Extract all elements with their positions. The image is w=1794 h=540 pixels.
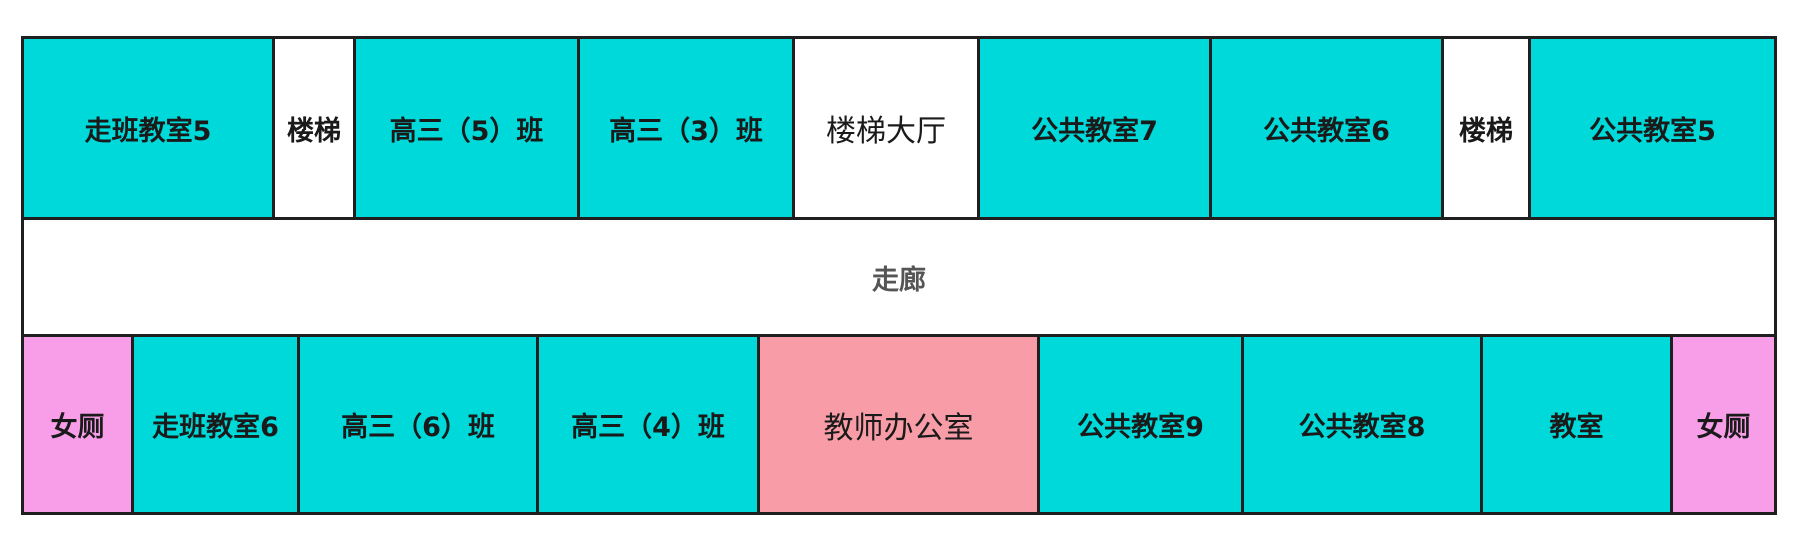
room-senior3-class4: 高三（4）班 — [539, 337, 760, 512]
room-public-classroom-7: 公共教室7 — [980, 39, 1212, 217]
top-row: 走班教室5 楼梯 高三（5）班 高三（3）班 楼梯大厅 公共教室7 公共教室6 … — [24, 39, 1774, 220]
room-public-classroom-6: 公共教室6 — [1212, 39, 1444, 217]
room-public-classroom-5: 公共教室5 — [1531, 39, 1774, 217]
restroom-women-left: 女厕 — [24, 337, 134, 512]
floor-plan: 走班教室5 楼梯 高三（5）班 高三（3）班 楼梯大厅 公共教室7 公共教室6 … — [21, 36, 1777, 515]
bottom-row: 女厕 走班教室6 高三（6）班 高三（4）班 教师办公室 公共教室9 公共教室8… — [24, 337, 1774, 512]
room-flex-classroom-6: 走班教室6 — [134, 337, 300, 512]
room-senior3-class5: 高三（5）班 — [356, 39, 580, 217]
room-senior3-class6: 高三（6）班 — [300, 337, 539, 512]
restroom-women-right: 女厕 — [1673, 337, 1774, 512]
room-classroom: 教室 — [1483, 337, 1673, 512]
room-public-classroom-9: 公共教室9 — [1040, 337, 1244, 512]
stairs-left: 楼梯 — [275, 39, 356, 217]
stair-hall: 楼梯大厅 — [795, 39, 980, 217]
teachers-office: 教师办公室 — [760, 337, 1040, 512]
corridor: 走廊 — [872, 264, 926, 296]
room-flex-classroom-5: 走班教室5 — [24, 39, 275, 217]
corridor-row: 走廊 — [24, 220, 1774, 337]
stairs-right: 楼梯 — [1444, 39, 1531, 217]
room-public-classroom-8: 公共教室8 — [1244, 337, 1483, 512]
room-senior3-class3: 高三（3）班 — [580, 39, 795, 217]
